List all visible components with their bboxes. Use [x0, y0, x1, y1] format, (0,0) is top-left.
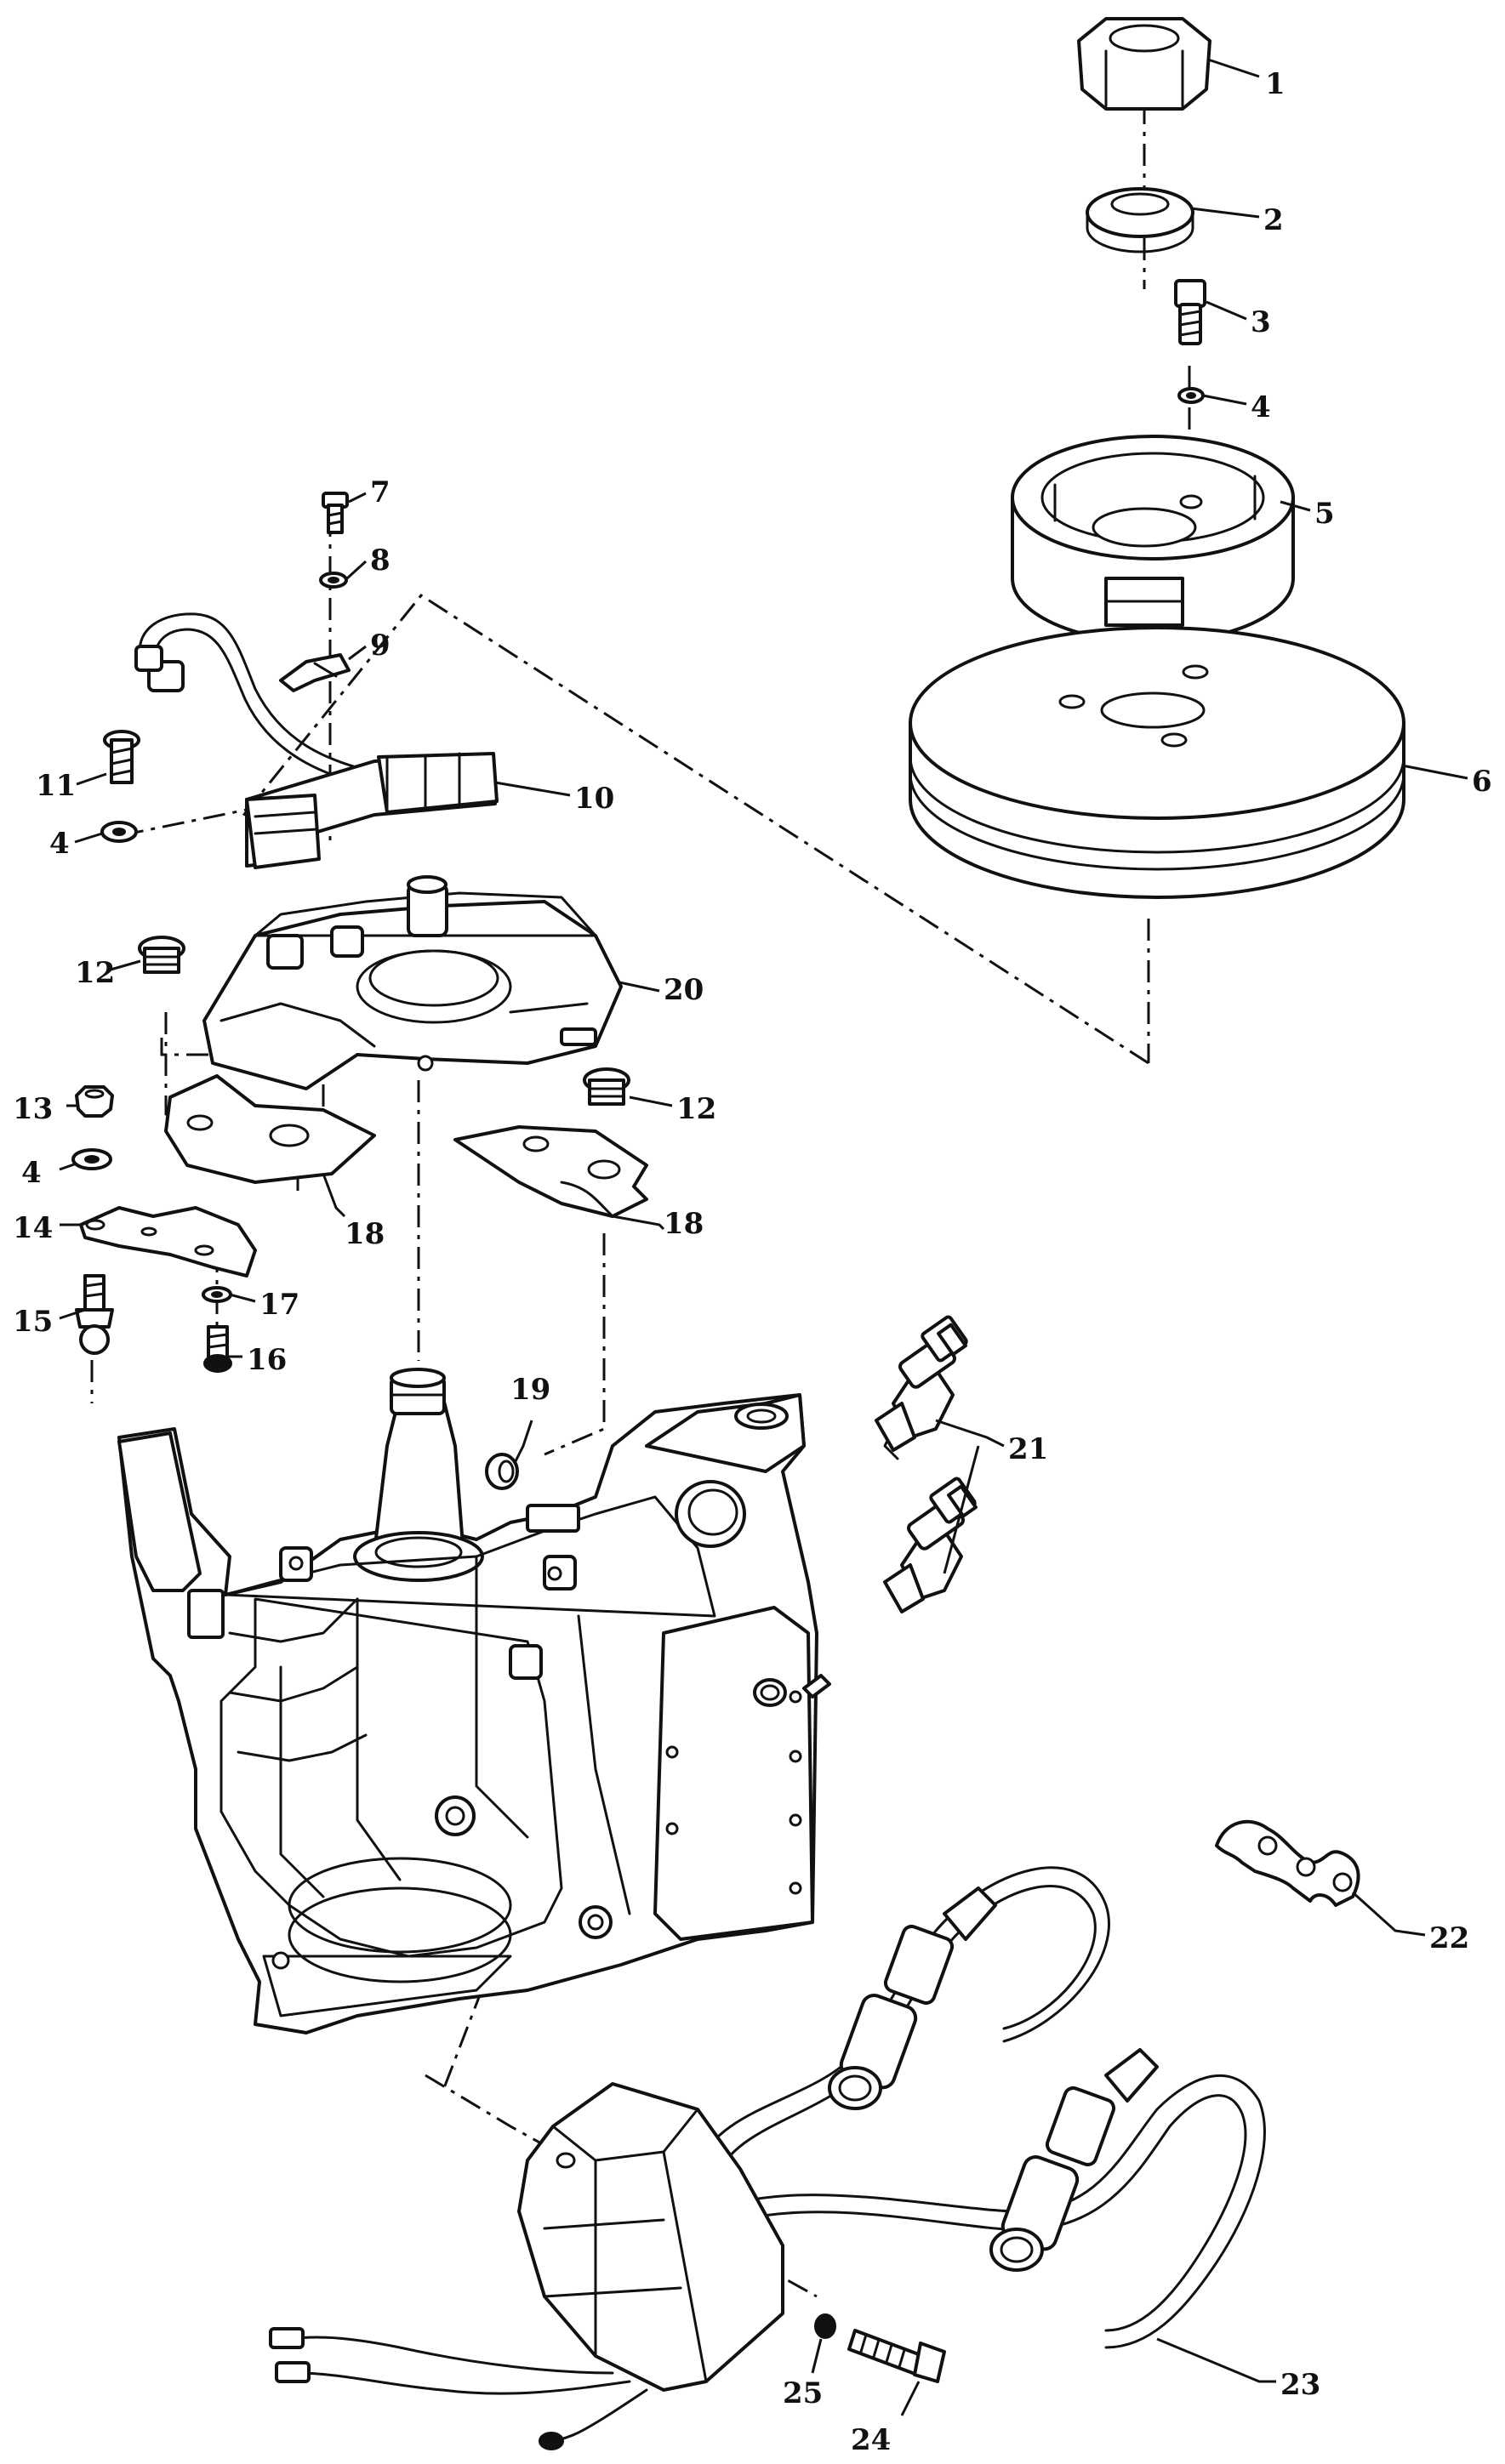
callout-2: 2	[1263, 203, 1284, 237]
callout-11: 11	[36, 769, 76, 803]
small-hex-nut	[75, 1085, 114, 1118]
callout-15: 15	[13, 1305, 53, 1339]
flat-washer	[1086, 187, 1194, 253]
callout-12: 12	[75, 956, 115, 990]
callout-18: 18	[664, 1207, 704, 1241]
callout-5: 5	[1314, 497, 1335, 531]
spark-plug-upper	[875, 1315, 968, 1460]
spring-washer	[202, 1286, 232, 1303]
callout-numbers: 1 2 3 4 5 6 7 8 9 10 11 4 20 12 12 13 4 …	[13, 67, 1492, 2457]
coil-screw	[103, 730, 140, 784]
flywheel-bolt	[1174, 279, 1206, 345]
pulser-coil	[134, 612, 499, 869]
callout-4: 4	[49, 827, 70, 861]
spark-plug-lower	[883, 1477, 978, 1613]
callout-23: 23	[1280, 2368, 1320, 2402]
callout-14: 14	[13, 1211, 53, 1245]
callout-17: 17	[259, 1288, 299, 1322]
callout-25: 25	[783, 2376, 823, 2410]
flywheel	[909, 626, 1405, 899]
callout-8: 8	[370, 543, 391, 578]
stator-screw	[322, 492, 349, 534]
link-screw	[203, 1325, 232, 1373]
lead-wire-clip	[1215, 1819, 1360, 1907]
high-tension-leads	[696, 1866, 1266, 2349]
callout-22: 22	[1429, 1921, 1469, 1955]
callout-24: 24	[851, 2423, 891, 2457]
callout-9: 9	[370, 629, 391, 663]
plug-screw-right	[583, 1067, 630, 1106]
callout-6: 6	[1472, 765, 1492, 799]
callout-1: 1	[1265, 67, 1286, 101]
stator-base-plate	[202, 875, 623, 1090]
coil-bolt	[847, 2329, 946, 2383]
starter-pulley	[1011, 435, 1295, 644]
callout-leaders	[59, 58, 1468, 2416]
callout-20: 20	[664, 973, 704, 1007]
callout-19: 19	[510, 1373, 550, 1407]
plug-screw-left	[138, 936, 185, 974]
callout-4: 4	[1251, 390, 1271, 424]
coil-washer	[814, 2313, 836, 2339]
lock-washer-left	[100, 821, 138, 843]
throttle-link-plate	[79, 1206, 257, 1278]
o-ring	[485, 1453, 519, 1490]
wire-clamp	[279, 653, 351, 692]
lock-washer-lower	[71, 1148, 112, 1170]
mount-bracket-right	[453, 1125, 648, 1218]
hex-nut	[1077, 17, 1211, 111]
callout-13: 13	[13, 1092, 53, 1126]
callout-16: 16	[247, 1343, 287, 1377]
callout-21: 21	[1008, 1432, 1048, 1466]
callout-18: 18	[345, 1217, 385, 1251]
callout-7: 7	[370, 475, 391, 509]
callout-10: 10	[574, 782, 614, 816]
lock-washer-top	[1177, 387, 1205, 404]
small-washer	[319, 572, 348, 589]
ignition-coil	[269, 2082, 784, 2450]
crankcase-block	[117, 1368, 831, 2034]
ball-joint-stud	[75, 1274, 114, 1355]
callout-4: 4	[21, 1156, 42, 1190]
mount-bracket-left	[164, 1074, 376, 1184]
callout-12: 12	[676, 1092, 716, 1126]
callout-3: 3	[1251, 305, 1271, 339]
